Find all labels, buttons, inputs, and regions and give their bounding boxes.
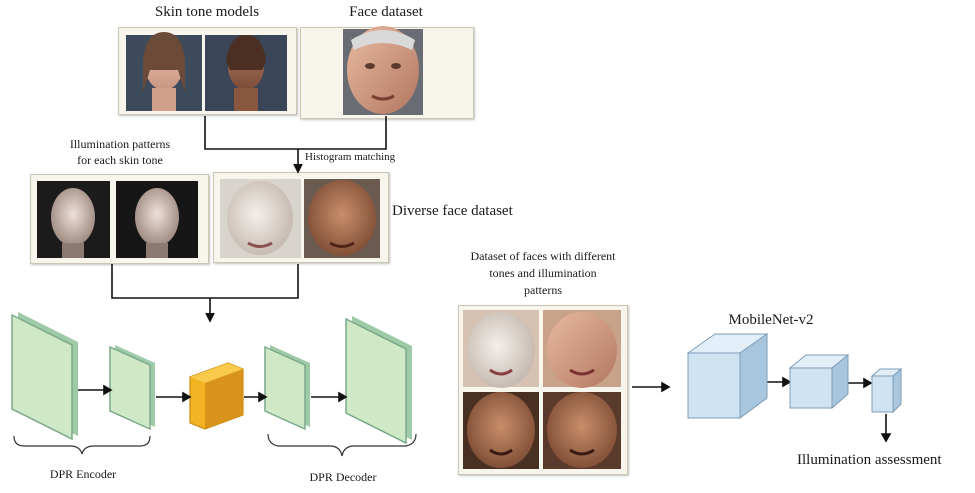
illumination-pattern-2: [116, 181, 198, 258]
merge-connector-middle: [112, 264, 298, 321]
relit-face-4: [543, 392, 621, 469]
relit-face-2: [543, 310, 621, 388]
face-dataset-photo: [343, 26, 423, 115]
relit-face-3: [463, 392, 539, 469]
diverse-face-light: [220, 179, 301, 258]
merge-connector-top: [205, 116, 386, 172]
skin-tone-model-dark: [205, 35, 287, 111]
mobilenet-block-3: [872, 369, 901, 412]
dpr-decoder-block-1: [265, 345, 310, 429]
dpr-encoder-block-2: [110, 345, 155, 429]
dpr-encoder-brace: [14, 436, 150, 454]
skin-tone-model-light: [126, 32, 202, 111]
bottleneck-block: [190, 363, 243, 429]
dpr-encoder-block-1: [12, 312, 78, 439]
dpr-decoder-block-2: [346, 316, 412, 443]
diverse-face-dark: [304, 179, 380, 258]
illumination-pattern-1: [37, 181, 110, 258]
mobilenet-block-1: [688, 334, 767, 418]
relit-face-1: [463, 310, 539, 388]
mobilenet-block-2: [790, 355, 848, 408]
